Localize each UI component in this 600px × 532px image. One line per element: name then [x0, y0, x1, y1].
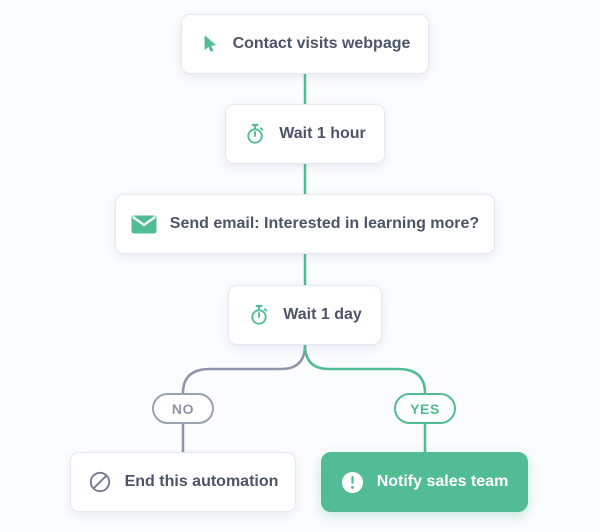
node-end-this-automation[interactable]: End this automation [70, 452, 296, 512]
connector-branch-no [181, 343, 307, 395]
node-send-email[interactable]: Send email: Interested in learning more? [115, 194, 495, 254]
node-label: Send email: Interested in learning more? [169, 215, 480, 232]
cursor-icon [200, 34, 220, 54]
node-contact-visits-webpage[interactable]: Contact visits webpage [181, 14, 429, 74]
ban-icon [88, 470, 112, 494]
envelope-icon [131, 215, 157, 234]
stopwatch-icon [248, 304, 270, 326]
branch-no-text: NO [171, 400, 195, 417]
node-wait-1-hour[interactable]: Wait 1 hour [225, 104, 385, 164]
node-label: Wait 1 hour [279, 125, 366, 142]
node-label: Contact visits webpage [232, 35, 411, 52]
node-wait-1-day[interactable]: Wait 1 day [228, 285, 382, 345]
alert-icon [341, 471, 364, 494]
connector-branch-yes [303, 343, 427, 395]
node-label: Wait 1 day [283, 306, 362, 323]
branch-yes-text: YES [410, 400, 440, 417]
node-notify-sales-team[interactable]: Notify sales team [321, 452, 528, 512]
node-label: Notify sales team [376, 473, 509, 490]
branch-label-no: NO [152, 393, 214, 424]
stopwatch-icon [244, 123, 266, 145]
node-label: End this automation [124, 473, 279, 490]
branch-label-yes: YES [394, 393, 456, 424]
